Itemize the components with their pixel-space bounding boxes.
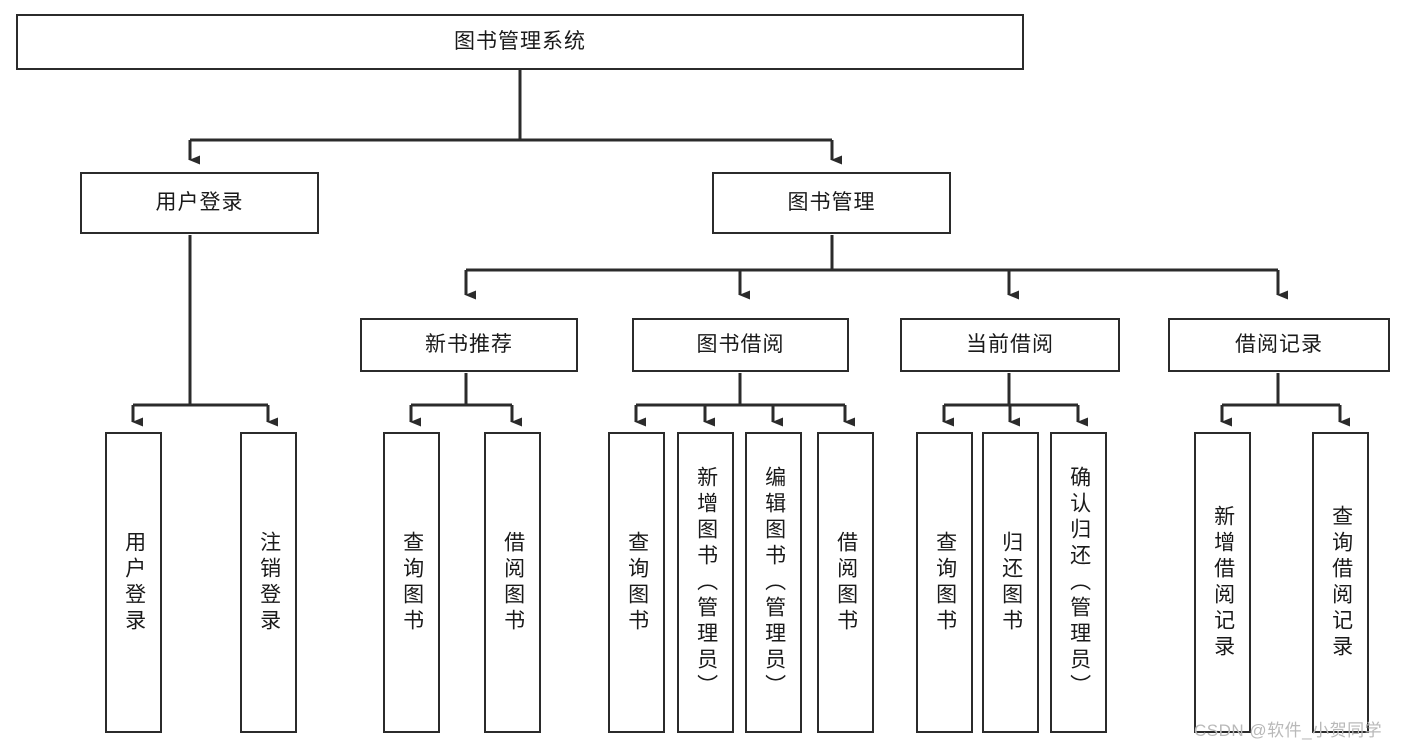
node-label: 新增借阅记录 bbox=[1211, 504, 1235, 661]
node-label: 借阅图书 bbox=[834, 530, 858, 635]
node-leaf-new-book-query[interactable]: 查询图书 bbox=[383, 432, 440, 733]
node-leaf-borrow-record-query[interactable]: 查询借阅记录 bbox=[1312, 432, 1369, 733]
node-label: 归还图书 bbox=[999, 530, 1023, 635]
node-leaf-new-book-borrow[interactable]: 借阅图书 bbox=[484, 432, 541, 733]
node-label: 注销登录 bbox=[257, 530, 281, 635]
node-current-borrow[interactable]: 当前借阅 bbox=[900, 318, 1120, 372]
node-leaf-book-borrow-query[interactable]: 查询图书 bbox=[608, 432, 665, 733]
node-leaf-book-borrow-edit[interactable]: 编辑图书（管理员） bbox=[745, 432, 802, 733]
node-label: 图书管理 bbox=[787, 191, 876, 215]
node-label: 借阅图书 bbox=[501, 530, 525, 635]
node-label: 新增图书（管理员） bbox=[694, 465, 718, 700]
node-leaf-current-borrow-confirm-return[interactable]: 确认归还（管理员） bbox=[1050, 432, 1107, 733]
node-root-book-management-system[interactable]: 图书管理系统 bbox=[16, 14, 1024, 70]
node-borrow-record[interactable]: 借阅记录 bbox=[1168, 318, 1390, 372]
node-label: 确认归还（管理员） bbox=[1067, 465, 1091, 700]
node-new-book-recommend[interactable]: 新书推荐 bbox=[360, 318, 578, 372]
node-label: 查询图书 bbox=[933, 530, 957, 635]
csdn-watermark: CSDN @软件_小贺同学 bbox=[1194, 721, 1383, 740]
node-label: 查询图书 bbox=[625, 530, 649, 635]
node-label: 编辑图书（管理员） bbox=[762, 465, 786, 700]
node-leaf-borrow-record-add[interactable]: 新增借阅记录 bbox=[1194, 432, 1251, 733]
node-label: 当前借阅 bbox=[966, 333, 1054, 357]
node-label: 图书管理系统 bbox=[454, 30, 586, 54]
node-label: 用户登录 bbox=[122, 530, 146, 635]
node-user-login[interactable]: 用户登录 bbox=[80, 172, 319, 234]
node-label: 借阅记录 bbox=[1235, 333, 1323, 357]
node-leaf-book-borrow-borrow[interactable]: 借阅图书 bbox=[817, 432, 874, 733]
node-leaf-user-login-signout[interactable]: 注销登录 bbox=[240, 432, 297, 733]
node-leaf-book-borrow-add[interactable]: 新增图书（管理员） bbox=[677, 432, 734, 733]
node-label: 新书推荐 bbox=[425, 333, 513, 357]
node-label: 用户登录 bbox=[155, 191, 244, 215]
node-leaf-current-borrow-query[interactable]: 查询图书 bbox=[916, 432, 973, 733]
node-leaf-current-borrow-return[interactable]: 归还图书 bbox=[982, 432, 1039, 733]
node-label: 图书借阅 bbox=[696, 333, 785, 357]
node-leaf-user-login-signin[interactable]: 用户登录 bbox=[105, 432, 162, 733]
node-book-borrow[interactable]: 图书借阅 bbox=[632, 318, 849, 372]
node-label: 查询借阅记录 bbox=[1329, 504, 1353, 661]
node-label: 查询图书 bbox=[400, 530, 424, 635]
node-book-management[interactable]: 图书管理 bbox=[712, 172, 951, 234]
